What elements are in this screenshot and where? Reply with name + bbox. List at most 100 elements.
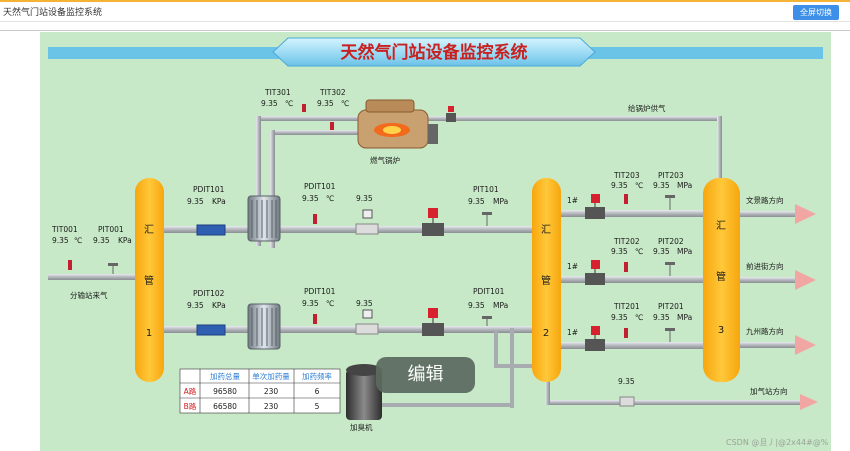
edit-button[interactable]: 编辑: [376, 357, 475, 393]
tit203-value: 9.35: [611, 181, 628, 190]
flow-gas-value: 9.35: [618, 377, 635, 386]
filter-icon: [196, 224, 226, 236]
pit101-unit: MPa: [493, 197, 508, 206]
odorizer-label: 加臭机: [350, 422, 373, 432]
pdit101b-tag: PDIT101: [304, 182, 336, 191]
tit001-unit: ℃: [74, 236, 82, 245]
svg-text:汇: 汇: [144, 223, 154, 236]
tit001-tag: TIT001: [51, 225, 78, 234]
table-row-a-freq: 6: [315, 387, 320, 396]
header-banner: 天然气门站设备监控系统: [48, 37, 823, 67]
tit201-unit: ℃: [635, 313, 643, 322]
divider: [0, 30, 850, 31]
table-header-freq: 加药频率: [302, 371, 332, 381]
branch-3-label: 1#: [567, 328, 578, 337]
pit202-tag: PIT202: [658, 237, 684, 246]
pressure-gauge-icon: [665, 262, 675, 276]
svg-text:汇: 汇: [541, 223, 551, 236]
arrow-dest-4: [800, 394, 818, 410]
table-row-a-line: A路: [184, 386, 197, 396]
tit001-value: 9.35: [52, 236, 69, 245]
arrow-dest-1: [795, 204, 816, 224]
svg-text:管: 管: [144, 274, 154, 287]
flowmeter-icon: [355, 209, 379, 235]
table-header-total: 加药总量: [210, 371, 240, 381]
flow-bottom-value: 9.35: [356, 299, 373, 308]
table-row-a-total: 96580: [213, 387, 237, 396]
svg-text:管: 管: [716, 270, 726, 283]
pit001-value: 9.35: [93, 236, 110, 245]
valve-icon: [585, 260, 605, 285]
top-bar: 天然气门站设备监控系统 全屏切换: [0, 0, 850, 22]
hub-3: 汇 管 3: [703, 178, 740, 382]
pdit101b-unit: ℃: [326, 194, 334, 203]
filter-icon: [196, 324, 226, 336]
flowmeter-icon: [355, 309, 379, 335]
pdit101d-unit: MPa: [493, 301, 508, 310]
tit302-tag: TIT302: [319, 88, 346, 97]
app-title: 天然气门站设备监控系统: [3, 8, 103, 18]
system-title: 天然气门站设备监控系统: [341, 42, 528, 63]
tit202-tag: TIT202: [613, 237, 640, 246]
svg-text:3: 3: [718, 325, 724, 336]
pit203-unit: MPa: [677, 181, 692, 190]
process-diagram: 天然气门站设备监控系统 汇 管 1: [48, 37, 823, 432]
pdit101b-value: 9.35: [302, 194, 319, 203]
hub-1: 汇 管 1: [135, 178, 164, 382]
svg-text:管: 管: [541, 274, 551, 287]
dest-2-label: 前进街方向: [746, 261, 784, 271]
pressure-gauge-icon: [482, 212, 492, 226]
tit203-unit: ℃: [635, 181, 643, 190]
heat-exchanger-icon: [247, 195, 281, 242]
odorizer-tank-icon: [346, 364, 382, 420]
pipes: [48, 116, 800, 408]
flow-top-value: 9.35: [356, 194, 373, 203]
pit201-value: 9.35: [653, 313, 670, 322]
table-row-b-total: 66580: [213, 402, 237, 411]
dest-3-label: 九州路方向: [746, 326, 784, 336]
pdit101d-tag: PDIT101: [473, 287, 505, 296]
pdit102-value: 9.35: [187, 301, 204, 310]
pressure-gauge-icon: [482, 316, 492, 326]
pdit101-tag: PDIT101: [193, 185, 225, 194]
boiler-supply-label: 给锅炉供气: [628, 103, 666, 113]
pit202-value: 9.35: [653, 247, 670, 256]
tit301-unit: ℃: [285, 99, 293, 108]
arrow-dest-3: [795, 335, 816, 355]
arrows: [795, 204, 818, 410]
boiler-icon: [357, 99, 438, 149]
pit203-tag: PIT203: [658, 171, 684, 180]
pdit101c-value: 9.35: [302, 299, 319, 308]
tit201-tag: TIT201: [613, 302, 640, 311]
inlet-label: 分输站来气: [70, 290, 108, 300]
flowmeter-icon: [619, 396, 635, 407]
temperature-sensor-icon: [313, 314, 317, 324]
pdit101c-tag: PDIT101: [304, 287, 336, 296]
hub-2: 汇 管 2: [532, 178, 561, 382]
watermark: CSDN @旦丿|@2x44#@%: [726, 438, 829, 447]
table-header-single: 单次加药量: [252, 371, 290, 381]
pit202-unit: MPa: [677, 247, 692, 256]
temperature-sensor-icon: [624, 328, 628, 338]
tit302-value: 9.35: [317, 99, 334, 108]
pdit102-unit: KPa: [212, 301, 226, 310]
svg-text:汇: 汇: [716, 219, 726, 232]
branch-1-label: 1#: [567, 196, 578, 205]
scada-panel: 天然气门站设备监控系统 汇 管 1: [40, 32, 831, 451]
pit101-tag: PIT101: [473, 185, 499, 194]
valve-icon: [585, 194, 605, 219]
pdit101-unit: KPa: [212, 197, 226, 206]
pit201-unit: MPa: [677, 313, 692, 322]
pressure-gauge-icon: [665, 328, 675, 342]
pdit101-value: 9.35: [187, 197, 204, 206]
pdit101d-value: 9.35: [468, 301, 485, 310]
dest-4-label: 加气站方向: [750, 386, 788, 396]
boiler-label: 燃气锅炉: [370, 155, 400, 165]
tit202-unit: ℃: [635, 247, 643, 256]
pit001-tag: PIT001: [98, 225, 124, 234]
fullscreen-toggle-button[interactable]: 全屏切换: [793, 5, 839, 20]
odor-table: 加药总量 单次加药量 加药频率 A路 96580 230 6 B路 66580 …: [179, 368, 341, 414]
tit203-tag: TIT203: [613, 171, 640, 180]
temperature-sensor-icon: [313, 214, 317, 224]
tit301-value: 9.35: [261, 99, 278, 108]
